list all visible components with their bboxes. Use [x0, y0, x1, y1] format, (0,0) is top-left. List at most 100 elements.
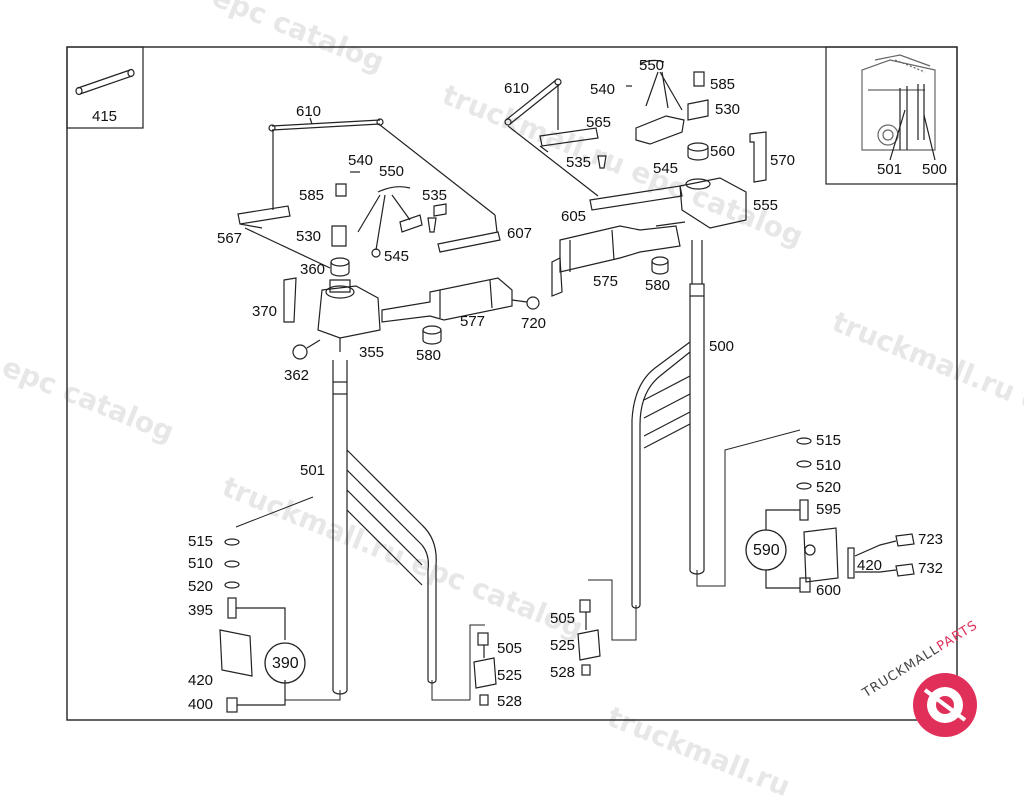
plate-strip — [847, 547, 855, 579]
callout-610: 610 — [296, 103, 322, 120]
leader — [923, 114, 936, 161]
callout-550: 550 — [379, 163, 405, 180]
washer-520-left — [224, 581, 240, 589]
callout-577: 577 — [460, 313, 486, 330]
callout-570: 570 — [770, 152, 796, 169]
callout-525-left: 525 — [497, 667, 523, 684]
leader — [309, 117, 313, 125]
bolt-723 — [895, 533, 915, 547]
housing-355 — [317, 285, 381, 339]
plate-565 — [539, 127, 599, 153]
callout-560: 560 — [710, 143, 736, 160]
callout-600: 600 — [816, 582, 842, 599]
diagram-drawing — [66, 46, 977, 737]
part-530 — [331, 225, 347, 247]
callout-575: 575 — [593, 273, 619, 290]
bolt-732 — [895, 563, 915, 577]
leader — [244, 227, 331, 269]
car-sketch — [861, 54, 936, 151]
callout-545-right: 545 — [653, 160, 679, 177]
callout-535: 535 — [422, 187, 448, 204]
group-circle-390 — [264, 642, 306, 684]
callout-540-right: 540 — [590, 81, 616, 98]
inset-car-box — [825, 46, 958, 185]
callout-590: 590 — [753, 542, 780, 559]
part-545-right — [635, 115, 685, 145]
callout-535-right: 535 — [566, 154, 592, 171]
inset-415-box — [66, 46, 144, 129]
callout-510-left: 510 — [188, 555, 214, 572]
group-circle-590 — [745, 529, 787, 571]
rod-610-right — [504, 78, 562, 126]
ring-560 — [687, 142, 709, 152]
callout-370: 370 — [252, 303, 278, 320]
callout-355: 355 — [359, 344, 385, 361]
callout-500: 500 — [709, 338, 735, 355]
callout-723: 723 — [918, 531, 944, 548]
callout-501: 501 — [300, 462, 326, 479]
plate-607 — [437, 231, 501, 253]
truckmall-logo — [913, 673, 977, 737]
callout-360: 360 — [300, 261, 326, 278]
callout-420-left: 420 — [188, 672, 214, 689]
part-528-left — [479, 694, 489, 706]
part-362 — [292, 344, 308, 360]
rod-415-drawing — [75, 68, 135, 96]
label-501-inset: 501 — [877, 161, 903, 178]
part-585-right — [693, 71, 705, 87]
callout-530: 530 — [296, 228, 322, 245]
part-545 — [371, 248, 381, 258]
callout-525-right: 525 — [550, 637, 576, 654]
callout-520-right: 520 — [816, 479, 842, 496]
ring-360 — [330, 257, 350, 267]
part-535-right — [597, 155, 607, 169]
plate-605 — [589, 185, 683, 211]
callout-555: 555 — [753, 197, 779, 214]
part-535 — [427, 217, 437, 233]
ring-580-right — [651, 256, 669, 266]
callout-362: 362 — [284, 367, 310, 384]
rod-610-left — [268, 118, 384, 132]
frame-border — [66, 46, 958, 721]
handle-550 — [377, 186, 411, 193]
callout-607: 607 — [507, 225, 533, 242]
cylinder-575 — [559, 225, 681, 273]
part-720 — [526, 296, 540, 310]
part-525-left — [473, 657, 497, 689]
plate-420-left — [219, 629, 253, 677]
washer-510-right — [796, 460, 812, 468]
callout-605: 605 — [561, 208, 587, 225]
washer-515-left — [224, 538, 240, 546]
pin-595 — [799, 499, 809, 521]
leader — [889, 109, 906, 161]
ring-580-left — [422, 325, 442, 335]
callout-530-right: 530 — [715, 101, 741, 118]
callout-528-left: 528 — [497, 693, 523, 710]
callout-565: 565 — [586, 114, 612, 131]
washer-520-right — [796, 482, 812, 490]
part-400 — [226, 697, 238, 713]
callout-420-right: 420 — [857, 557, 883, 574]
callout-510-right: 510 — [816, 457, 842, 474]
callout-520-left: 520 — [188, 578, 214, 595]
housing-555 — [679, 177, 747, 229]
part-505-right — [579, 599, 591, 613]
callout-567: 567 — [217, 230, 243, 247]
callout-580-right: 580 — [645, 277, 671, 294]
callout-505-right: 505 — [550, 610, 576, 627]
callout-540: 540 — [348, 152, 374, 169]
column-500 — [631, 240, 705, 609]
part-600 — [799, 577, 811, 593]
callout-395: 395 — [188, 602, 214, 619]
bracket-570 — [749, 131, 767, 183]
callout-550-right: 550 — [639, 57, 665, 74]
handle-550-right — [639, 59, 665, 65]
label-500-inset: 500 — [922, 161, 948, 178]
label-415: 415 — [92, 108, 118, 125]
callout-580: 580 — [416, 347, 442, 364]
callout-732: 732 — [918, 560, 944, 577]
callout-400: 400 — [188, 696, 214, 713]
pin-395 — [227, 597, 237, 619]
callout-585: 585 — [299, 187, 325, 204]
